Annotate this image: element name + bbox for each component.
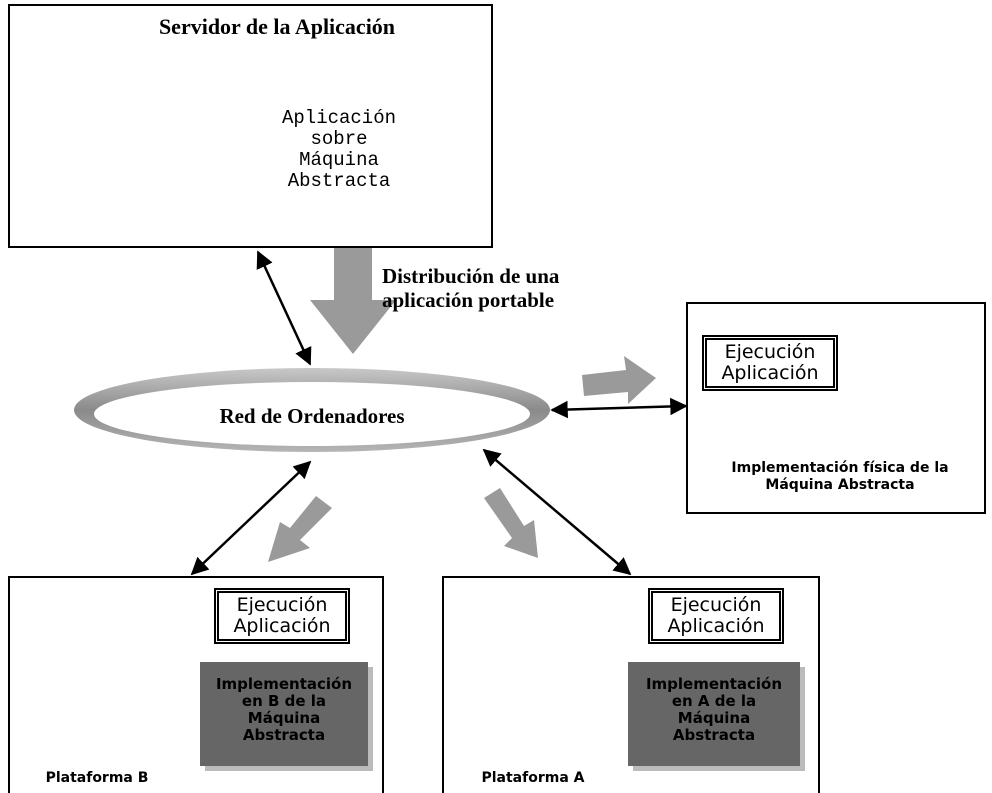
caption-line: Máquina Abstracta [765,477,915,493]
platform-b-network-link-arrow [190,460,312,576]
platform-a-network-link-arrow [482,448,632,576]
platform-a-implementation-box: Implementación en A de la Máquina Abstra… [628,662,800,766]
server-network-link-arrow [256,250,312,366]
impl-line: Máquina [677,709,751,727]
database-text: Aplicación sobre Máquina Abstracta [262,108,416,192]
platform-a-caption: Plataforma A [481,770,585,786]
network-ring [74,368,550,452]
distribution-arrow [310,222,396,354]
database-line: Abstracta [287,170,391,192]
impl-line: Implementación [215,675,353,693]
exec-line: Aplicación [233,615,331,637]
server-box [8,4,493,248]
exec-line: Ejecución [724,341,816,363]
impl-line: en A de la [671,692,757,710]
platform-a-exec-box: Ejecución Aplicación [648,588,784,644]
physical-exec-box: Ejecución Aplicación [702,335,838,391]
physical-caption: Implementación física de la Máquina Abst… [690,460,990,494]
database-line: Máquina [299,149,379,171]
server-title: Servidor de la Aplicación [158,14,396,39]
distribution-label-line: aplicación portable [382,288,555,312]
platform-b-exec-box: Ejecución Aplicación [214,588,350,644]
impl-line: Abstracta [672,726,756,744]
exec-line: Ejecución [670,594,762,616]
database-line: Aplicación [281,107,397,129]
impl-line: Implementación [645,675,783,693]
to-platform-a-gray-arrow [484,488,538,558]
platform-b-caption: Plataforma B [45,770,149,786]
distribution-label-line: Distribución de una [382,264,560,288]
platform-b-implementation-box: Implementación en B de la Máquina Abstra… [200,662,368,766]
to-physical-gray-arrow [582,356,656,404]
impl-line: en B de la [241,692,327,710]
exec-line: Ejecución [236,594,328,616]
impl-line: Abstracta [242,726,326,744]
database-line: sobre [310,128,368,150]
to-platform-b-gray-arrow [268,496,332,562]
exec-line: Aplicación [667,615,765,637]
distribution-label: Distribución de una aplicación portable [382,264,559,312]
network-label: Red de Ordenadores [219,404,405,428]
caption-line: Implementación física de la [731,460,949,476]
physical-network-link-arrow [550,397,688,419]
exec-line: Aplicación [721,362,819,384]
impl-line: Máquina [247,709,321,727]
